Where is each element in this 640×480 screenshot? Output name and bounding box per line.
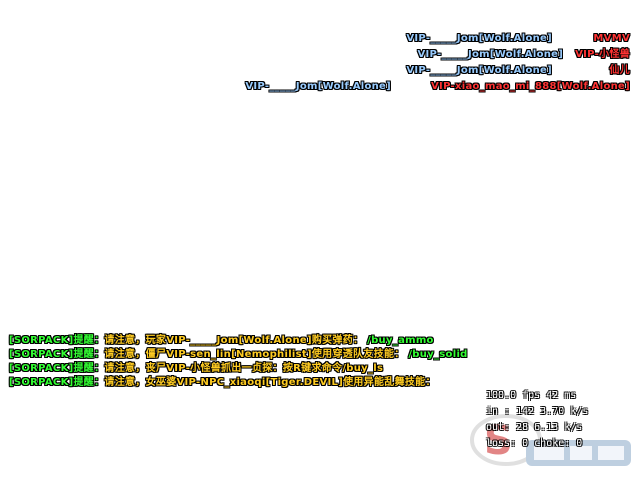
killer-name: VIP-_____Jom[Wolf.Alone]	[406, 65, 552, 76]
chat-tag: [SORPACK]提醒：	[9, 335, 105, 346]
killer-name: VIP-_____Jom[Wolf.Alone]	[406, 33, 552, 44]
svg-text:S: S	[484, 418, 513, 464]
chat-message: 请注意，玩家VIP-_____Jom[Wolf.Alone]购买弹药：	[104, 335, 364, 346]
net-graph: 100.0 fps 42 ms in : 142 3.70 k/s out: 2…	[486, 388, 636, 452]
killfeed-row: VIP-_____Jom[Wolf.Alone] VIP-xiao_mao_mi…	[150, 79, 630, 95]
killfeed-row: VIP-_____Jom[Wolf.Alone] VIP-小怪兽	[150, 47, 630, 63]
killfeed-row: VIP-_____Jom[Wolf.Alone] MVMV	[150, 31, 630, 47]
chat-log: [SORPACK]提醒：请注意，玩家VIP-_____Jom[Wolf.Alon…	[9, 334, 609, 390]
site-logo-watermark: S	[470, 414, 631, 466]
chat-tag: [SORPACK]提醒：	[9, 377, 105, 388]
victim-name: MVMV	[593, 33, 630, 44]
killer-name: VIP-_____Jom[Wolf.Alone]	[417, 49, 564, 60]
chat-command: /buy_ammo	[367, 335, 434, 346]
net-out: out: 28 6.13 k/s	[486, 422, 583, 433]
chat-line: [SORPACK]提醒：请注意，丧尸VIP-小怪兽抓出一贞探：按R键求命令/bu…	[9, 362, 609, 376]
net-in: in : 142 3.70 k/s	[486, 406, 589, 417]
chat-command: /buy_solid	[408, 349, 468, 360]
victim-name: 仙儿	[609, 65, 630, 76]
killfeed-row: VIP-_____Jom[Wolf.Alone] 仙儿	[150, 63, 630, 79]
chat-message: 请注意，丧尸VIP-小怪兽抓出一贞探：按R键求命令/buy_ls	[104, 363, 384, 374]
chat-line: [SORPACK]提醒：请注意，玩家VIP-_____Jom[Wolf.Alon…	[9, 334, 609, 348]
victim-name: VIP-xiao_mao_mi_888[Wolf.Alone]	[431, 81, 630, 92]
chat-tag: [SORPACK]提醒：	[9, 363, 105, 374]
killfeed: VIP-_____Jom[Wolf.Alone] MVMV VIP-_____J…	[150, 31, 630, 95]
chat-tag: [SORPACK]提醒：	[9, 349, 105, 360]
net-fps: 100.0 fps 42 ms	[486, 390, 577, 401]
chat-line: [SORPACK]提醒：请注意，僵尸VIP-sen_lin[Nemophilis…	[9, 348, 609, 362]
killer-name: VIP-_____Jom[Wolf.Alone]	[245, 81, 392, 92]
net-loss: loss: 0 choke: 0	[486, 438, 583, 449]
chat-message: 请注意，女巫婆VIP-NPC_xiaoqi[Tiger.DEVIL]使用异能乱舞…	[104, 377, 436, 388]
chat-line: [SORPACK]提醒：请注意，女巫婆VIP-NPC_xiaoqi[Tiger.…	[9, 376, 609, 390]
victim-name: VIP-小怪兽	[575, 49, 630, 60]
chat-message: 请注意，僵尸VIP-sen_lin[Nemophilist]使用穿透队友技能：	[104, 349, 405, 360]
